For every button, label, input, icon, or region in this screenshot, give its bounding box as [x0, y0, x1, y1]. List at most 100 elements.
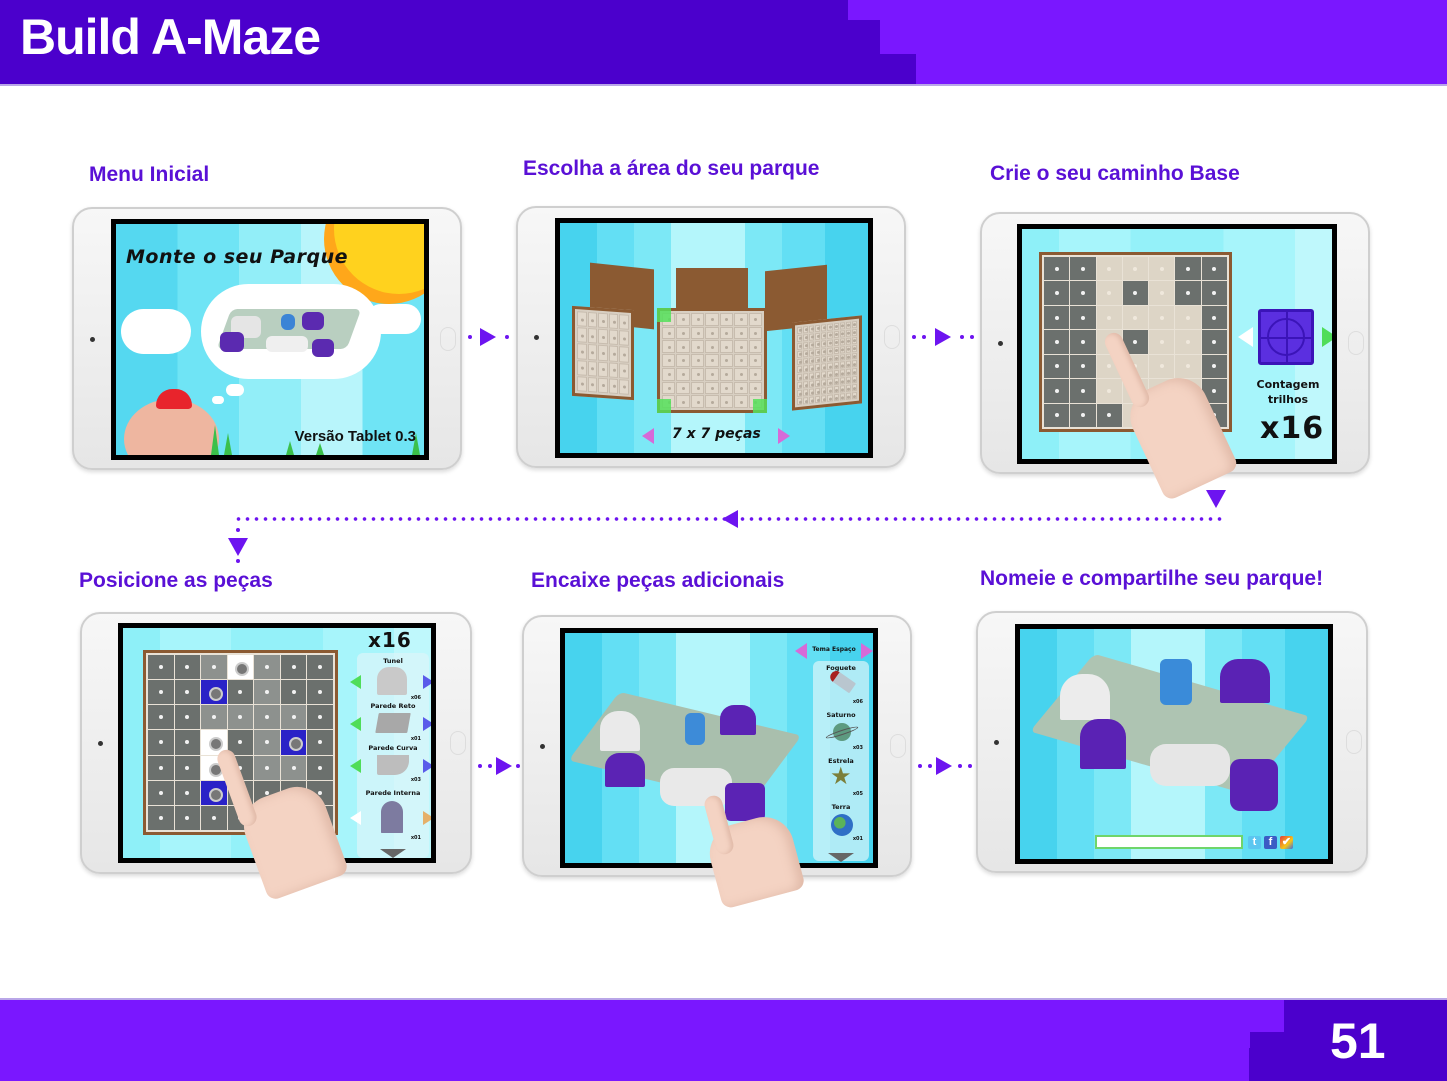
- grid-cell[interactable]: [174, 780, 201, 805]
- grid-cell[interactable]: [1149, 330, 1175, 354]
- grid-cell[interactable]: [201, 705, 227, 730]
- board-option-5x5[interactable]: [572, 305, 634, 401]
- grid-cell[interactable]: [1070, 257, 1096, 281]
- grid-cell[interactable]: [174, 680, 201, 705]
- grid-cell[interactable]: [1070, 330, 1096, 354]
- grid-cell[interactable]: [307, 655, 333, 680]
- prev-arrow[interactable]: [350, 811, 361, 825]
- scroll-down-button[interactable]: [828, 853, 854, 862]
- grid-cell[interactable]: [1096, 403, 1122, 427]
- grid-cell[interactable]: [254, 730, 280, 755]
- grid-cell[interactable]: [1122, 257, 1149, 281]
- grid-cell[interactable]: [148, 780, 174, 805]
- board-option-7x7[interactable]: [657, 308, 767, 413]
- prev-tile-button[interactable]: [1238, 327, 1253, 347]
- decor-item[interactable]: Saturno x03: [813, 709, 869, 755]
- grid-cell[interactable]: [254, 655, 280, 680]
- grid-cell[interactable]: [148, 655, 174, 680]
- grid-cell[interactable]: [1044, 257, 1070, 281]
- grid-cell[interactable]: [1201, 330, 1227, 354]
- grid-cell[interactable]: [1201, 354, 1227, 379]
- next-arrow[interactable]: [423, 759, 431, 773]
- grid-cell[interactable]: [1044, 330, 1070, 354]
- piece-item[interactable]: Parede Curva x03: [350, 741, 431, 785]
- next-arrow[interactable]: [423, 717, 431, 731]
- grid-cell[interactable]: [1175, 281, 1201, 305]
- decor-item[interactable]: Foguete x06: [813, 661, 869, 707]
- grid-cell[interactable]: [1149, 281, 1175, 305]
- grid-cell[interactable]: [280, 655, 307, 680]
- grid-cell[interactable]: [307, 680, 333, 705]
- grid-cell[interactable]: [1096, 257, 1122, 281]
- grid-cell[interactable]: [148, 705, 174, 730]
- decor-item[interactable]: Terra x01: [813, 801, 869, 847]
- twitter-icon[interactable]: t: [1248, 836, 1261, 849]
- grid-cell[interactable]: [254, 680, 280, 705]
- grid-cell[interactable]: [280, 755, 307, 780]
- grid-cell[interactable]: [148, 680, 174, 705]
- grid-cell[interactable]: [174, 755, 201, 780]
- grid-cell[interactable]: [174, 705, 201, 730]
- piece-item[interactable]: Parede Reto x01: [350, 701, 431, 745]
- grid-cell[interactable]: [174, 730, 201, 755]
- grid-cell[interactable]: [280, 680, 307, 705]
- grid-cell[interactable]: [1149, 305, 1175, 330]
- menu-screen[interactable]: Monte o seu Parque: [116, 224, 424, 455]
- next-size-button[interactable]: [778, 428, 790, 444]
- grid-cell[interactable]: [227, 655, 254, 680]
- grid-cell[interactable]: [174, 655, 201, 680]
- grid-cell[interactable]: [1201, 379, 1227, 403]
- piece-item[interactable]: Tunel x06: [350, 653, 431, 701]
- grid-cell[interactable]: [148, 755, 174, 780]
- grid-cell[interactable]: [201, 780, 227, 805]
- piece-item[interactable]: Parede Interna x01: [350, 785, 431, 845]
- grid-cell[interactable]: [1044, 354, 1070, 379]
- grid-cell[interactable]: [1122, 281, 1149, 305]
- grid-cell[interactable]: [1044, 305, 1070, 330]
- grid-cell[interactable]: [1175, 257, 1201, 281]
- grid-cell[interactable]: [1096, 281, 1122, 305]
- share-icon[interactable]: ✔: [1280, 836, 1293, 849]
- grid-cell[interactable]: [201, 730, 227, 755]
- grid-cell[interactable]: [227, 705, 254, 730]
- next-theme-button[interactable]: [861, 643, 873, 659]
- grid-cell[interactable]: [307, 705, 333, 730]
- park-name-input[interactable]: [1095, 835, 1243, 849]
- grid-cell[interactable]: [1070, 354, 1096, 379]
- grid-cell[interactable]: [148, 730, 174, 755]
- grid-cell[interactable]: [307, 730, 333, 755]
- grid-cell[interactable]: [1175, 330, 1201, 354]
- grid-cell[interactable]: [1201, 281, 1227, 305]
- grid-cell[interactable]: [148, 805, 174, 830]
- decor-item[interactable]: Estrela ★ x05: [813, 755, 869, 801]
- grid-cell[interactable]: [1070, 403, 1096, 427]
- grid-cell[interactable]: [1175, 354, 1201, 379]
- grid-cell[interactable]: [201, 805, 227, 830]
- grid-cell[interactable]: [1122, 305, 1149, 330]
- grid-cell[interactable]: [1096, 305, 1122, 330]
- grid-cell[interactable]: [280, 705, 307, 730]
- grid-cell[interactable]: [201, 655, 227, 680]
- grid-cell[interactable]: [1044, 379, 1070, 403]
- grid-cell[interactable]: [254, 755, 280, 780]
- grid-cell[interactable]: [201, 680, 227, 705]
- grid-cell[interactable]: [1201, 257, 1227, 281]
- facebook-icon[interactable]: f: [1264, 836, 1277, 849]
- prev-arrow[interactable]: [350, 717, 361, 731]
- grid-cell[interactable]: [227, 680, 254, 705]
- grid-cell[interactable]: [1070, 305, 1096, 330]
- grid-cell[interactable]: [1201, 305, 1227, 330]
- board-option-10x10[interactable]: [792, 315, 862, 411]
- grid-cell[interactable]: [1175, 305, 1201, 330]
- scroll-down-button[interactable]: [380, 849, 406, 858]
- grid-cell[interactable]: [1096, 379, 1122, 403]
- grid-cell[interactable]: [1070, 281, 1096, 305]
- prev-size-button[interactable]: [642, 428, 654, 444]
- next-tile-button[interactable]: [1322, 327, 1332, 347]
- grid-cell[interactable]: [174, 805, 201, 830]
- next-arrow[interactable]: [423, 675, 431, 689]
- grid-cell[interactable]: [1149, 354, 1175, 379]
- grid-cell[interactable]: [307, 755, 333, 780]
- grid-cell[interactable]: [1122, 330, 1149, 354]
- grid-cell[interactable]: [1044, 403, 1070, 427]
